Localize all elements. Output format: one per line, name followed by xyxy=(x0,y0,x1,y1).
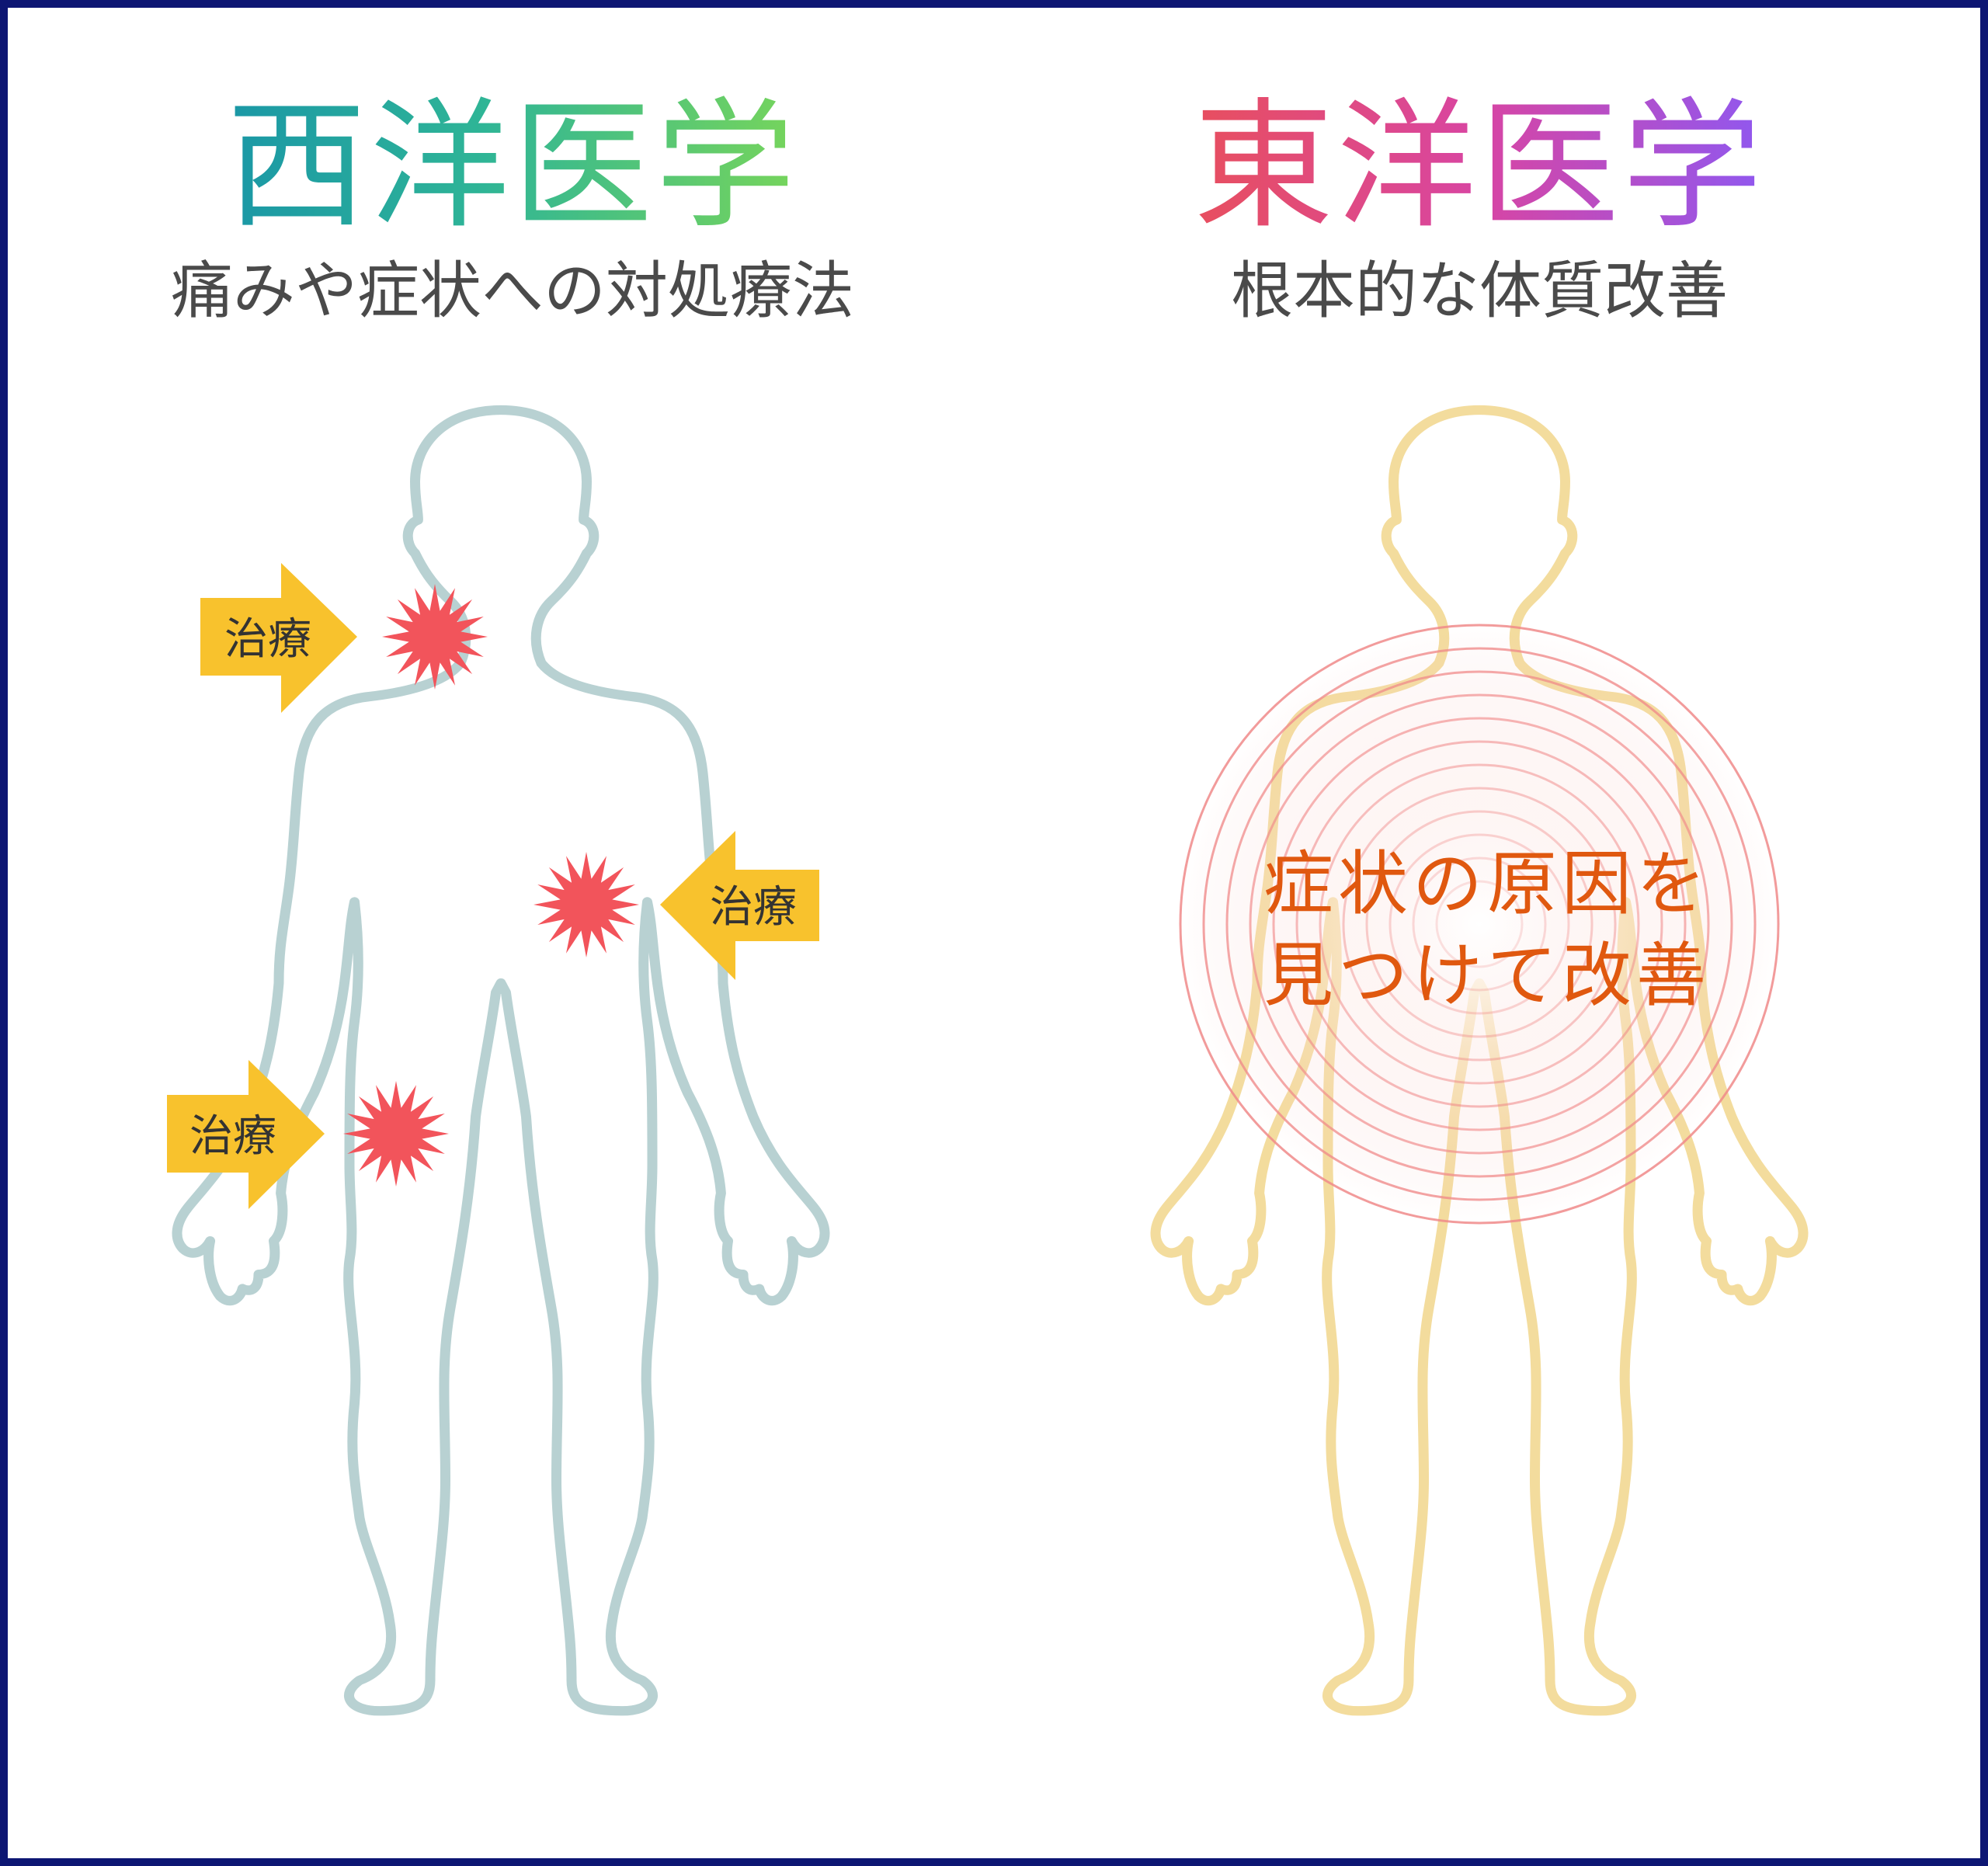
eastern-center-message: 症状の原因を 見つけて改善 xyxy=(1188,839,1786,1022)
ring xyxy=(1342,787,1617,1062)
ring xyxy=(1388,833,1570,1015)
eastern-medicine-subtitle: 根本的な体質改善 xyxy=(1231,255,1728,327)
treatment-arrow-hip-label: 治療 xyxy=(189,1111,276,1162)
ring xyxy=(1225,670,1733,1178)
treatment-arrow-shoulder-label: 治療 xyxy=(224,614,311,665)
ring xyxy=(1435,880,1524,968)
ring xyxy=(1249,693,1710,1155)
treatment-arrow-waist: 治療 xyxy=(660,831,819,980)
western-medicine-title: 西洋医学 xyxy=(226,85,798,248)
ring xyxy=(1412,857,1547,992)
pain-burst-waist xyxy=(533,852,639,957)
ring xyxy=(1295,740,1663,1108)
treatment-arrow-shoulder: 治療 xyxy=(200,563,357,713)
ring xyxy=(1179,624,1780,1225)
eastern-medicine-title: 東洋医学 xyxy=(1193,85,1765,248)
ring xyxy=(1365,810,1594,1038)
western-medicine-subtitle: 痛みや症状への対処療法 xyxy=(171,255,854,327)
pain-burst-hip xyxy=(343,1081,449,1187)
ring xyxy=(1319,763,1640,1085)
eastern-center-line2: 見つけて改善 xyxy=(1263,935,1711,1016)
concentric-rings xyxy=(1176,621,1782,1227)
eastern-center-line1: 症状の原因を xyxy=(1263,843,1711,925)
ring xyxy=(1272,717,1687,1131)
pain-burst-shoulder xyxy=(382,584,488,690)
treatment-arrow-hip: 治療 xyxy=(167,1060,325,1209)
ring xyxy=(1202,647,1757,1201)
treatment-arrow-waist-label: 治療 xyxy=(710,882,797,933)
